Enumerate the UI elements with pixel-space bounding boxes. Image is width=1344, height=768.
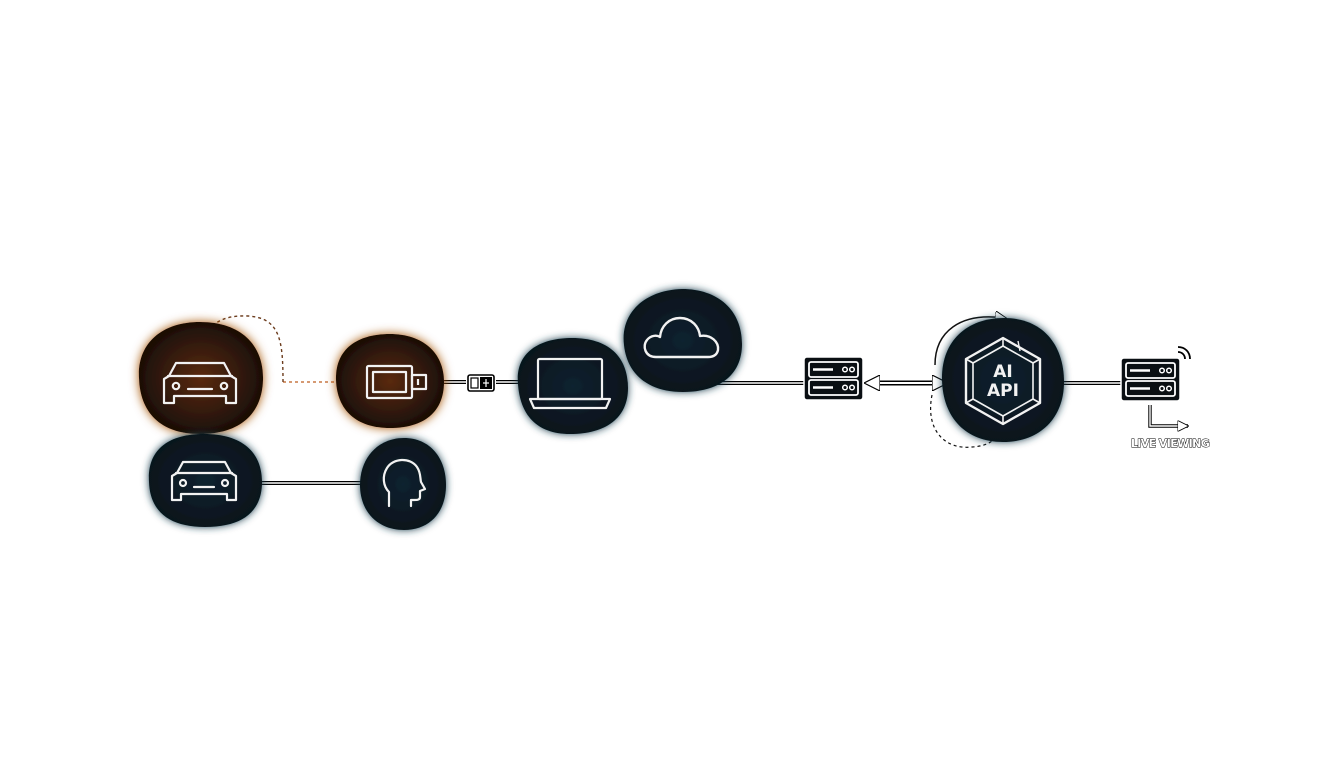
node-usb-connector	[467, 374, 495, 392]
car-icon	[162, 361, 238, 405]
node-car-secondary	[148, 434, 262, 527]
node-dashcam-device	[335, 334, 444, 428]
person-head-icon	[382, 458, 427, 508]
cloud-icon	[643, 316, 720, 359]
ai-api-label-line2: API	[987, 381, 1019, 401]
ai-hexagon-icon	[964, 336, 1042, 426]
server-icon	[803, 356, 864, 401]
node-cloud	[623, 289, 742, 392]
dashcam-device-icon	[365, 364, 428, 400]
laptop-icon	[528, 357, 612, 410]
node-laptop	[517, 338, 628, 434]
node-server-primary	[803, 356, 864, 401]
node-ai-api: AI API	[941, 318, 1064, 442]
node-server-live: LIVE VIEWING	[1120, 346, 1211, 450]
usb-plug-icon	[467, 374, 495, 392]
node-driver	[360, 438, 446, 530]
car-icon	[170, 460, 238, 502]
live-viewing-label: LIVE VIEWING	[1131, 437, 1210, 450]
server-wireless-icon	[1120, 346, 1191, 402]
connector-ai-loop-bottom	[930, 394, 1003, 448]
node-car-primary	[138, 322, 264, 434]
connector-ai-loop-top	[934, 317, 1004, 366]
connector-live-server-output	[1148, 405, 1188, 426]
ai-api-label-line1: AI	[993, 362, 1012, 382]
